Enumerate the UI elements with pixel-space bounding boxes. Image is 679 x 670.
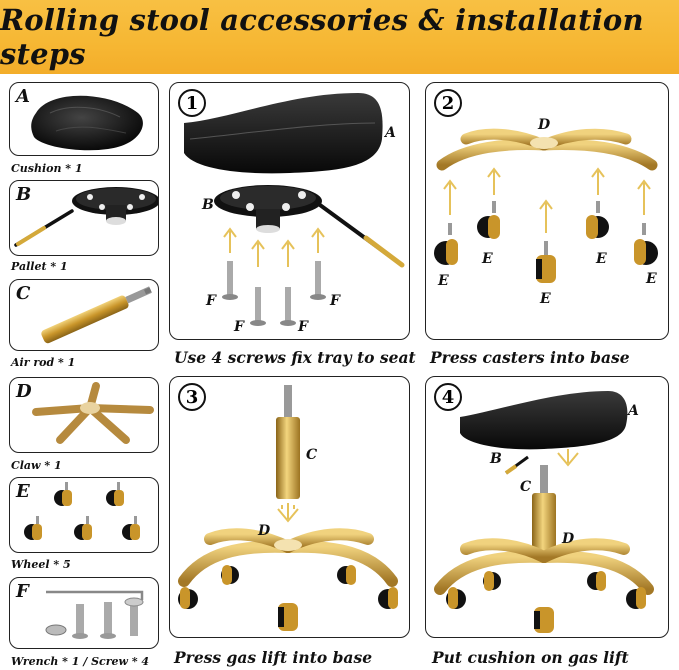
part-letter: E	[16, 481, 30, 502]
step-panel-1: 1 A B F F F F	[169, 82, 410, 340]
label-a: A	[385, 125, 396, 141]
step-panel-4: 4	[425, 376, 669, 638]
label-f: F	[330, 293, 340, 309]
step-caption-2: Press casters into base	[430, 348, 630, 367]
step-number: 1	[178, 89, 206, 117]
step-number: 4	[434, 383, 462, 411]
step3-illustration	[178, 385, 398, 631]
part-panel-cushion: A	[9, 82, 159, 156]
part-letter: A	[16, 86, 30, 107]
air-rod-image	[41, 286, 152, 344]
label-e: E	[540, 291, 551, 307]
label-d: D	[562, 531, 575, 547]
part-panel-claw: D	[9, 377, 159, 453]
label-d: D	[538, 117, 551, 133]
wheels-image	[24, 482, 140, 540]
part-panel-air-rod: C	[9, 279, 159, 351]
claw-image	[32, 382, 154, 444]
step-caption-4: Put cushion on gas lift	[432, 648, 629, 667]
label-b: B	[202, 197, 214, 213]
label-e: E	[596, 251, 607, 267]
wheel-icon	[54, 482, 72, 506]
label-f: F	[206, 293, 216, 309]
label-f: F	[298, 319, 308, 335]
part-letter: F	[16, 581, 29, 602]
part-panel-screws: F	[9, 577, 159, 649]
cushion-image	[31, 95, 143, 151]
label-e: E	[482, 251, 493, 267]
step-number: 2	[434, 89, 462, 117]
part-panel-wheel: E	[9, 477, 159, 553]
step-panel-2: 2 D E E E E	[425, 82, 669, 340]
label-c: C	[520, 479, 532, 495]
label-a: A	[628, 403, 639, 419]
label-b: B	[490, 451, 502, 467]
step2-illustration	[434, 128, 658, 283]
page-title: Rolling stool accessories & installation…	[0, 3, 644, 71]
step4-illustration	[434, 391, 654, 633]
part-letter: D	[16, 381, 32, 402]
label-c: C	[306, 447, 318, 463]
step-panel-3: 3 C D	[169, 376, 410, 638]
part-caption-screws: Wrench * 1 / Screw * 4	[11, 655, 150, 668]
step-caption-1: Use 4 screws fix tray to seat	[174, 348, 416, 367]
part-letter: C	[16, 283, 31, 304]
part-caption-pallet: Pallet * 1	[11, 260, 68, 273]
screws-wrench-image	[45, 590, 144, 639]
pallet-image	[14, 187, 158, 247]
part-caption-cushion: Cushion * 1	[11, 162, 83, 175]
part-caption-air-rod: Air rod * 1	[11, 356, 76, 369]
part-panel-pallet: B	[9, 180, 159, 256]
step-number: 3	[178, 383, 206, 411]
step1-illustration	[184, 93, 405, 326]
label-d: D	[258, 523, 271, 539]
label-f: F	[234, 319, 244, 335]
step-caption-3: Press gas lift into base	[174, 648, 373, 667]
part-caption-wheel: Wheel * 5	[11, 558, 71, 571]
part-caption-claw: Claw * 1	[11, 459, 62, 472]
label-e: E	[646, 271, 657, 287]
part-letter: B	[16, 184, 32, 205]
label-e: E	[438, 273, 449, 289]
title-banner: Rolling stool accessories & installation…	[0, 0, 679, 74]
